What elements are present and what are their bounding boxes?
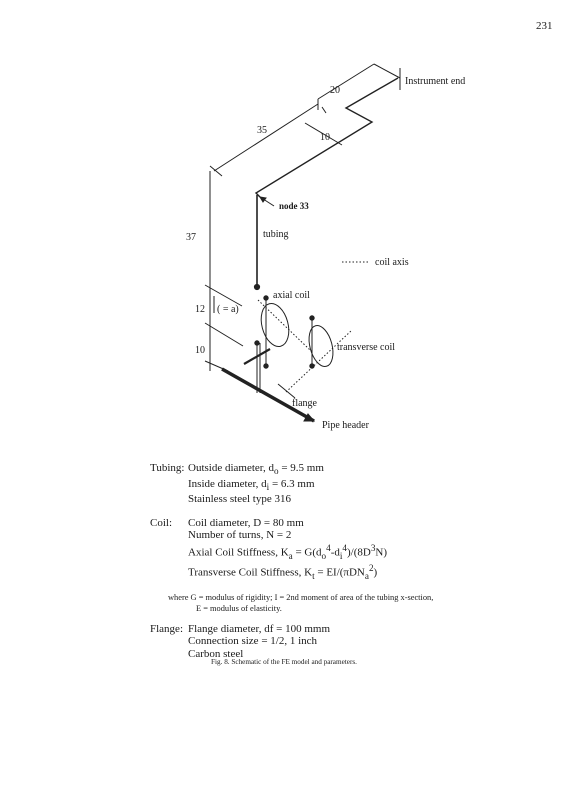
coil-turns: Number of turns, N = 2	[188, 529, 292, 542]
where-note: where G = modulus of rigidity; I = 2nd m…	[168, 592, 433, 615]
axial-coil-node-top	[263, 295, 269, 301]
flange-pointer	[277, 383, 296, 399]
coil-block: Coil: Coil diameter, D = 80 mm Number of…	[150, 517, 433, 583]
flange-block: Flange: Flange diameter, df = 100 mmm Co…	[150, 623, 433, 661]
flange-node	[254, 340, 260, 346]
flange-connection: Connection size = 1/2, 1 inch	[188, 635, 318, 648]
label-node: node 33	[279, 201, 309, 211]
flange-label: Flange:	[150, 622, 183, 635]
label-dim-12: 12	[195, 304, 205, 315]
coil-axis-line-1	[257, 299, 311, 351]
dim-line-20	[317, 63, 401, 100]
axial-stiffness-formula: Axial Coil Stiffness, Ka = G(do4-di4)/(8…	[188, 542, 387, 561]
fe-model-schematic: Instrument end 20 35 10 node 33 37 tubin…	[186, 63, 465, 431]
transverse-coil	[308, 325, 334, 367]
transverse-stiffness-formula: Transverse Coil Stiffness, Kt = EI/(πDNa…	[188, 563, 378, 582]
flange-material: Carbon steel	[188, 647, 244, 660]
axial-coil-node-bottom	[263, 363, 269, 369]
label-instrument-end: Instrument end	[405, 76, 465, 87]
flange-plate	[243, 348, 271, 365]
dim-line-35	[209, 99, 319, 177]
label-dim-37: 37	[186, 232, 196, 243]
coil-axis-line-2	[285, 329, 353, 393]
label-transverse-coil: transverse coil	[337, 342, 395, 353]
label-dim-10-top: 10	[320, 132, 330, 143]
flange-diameter: Flange diameter, df = 100 mmm	[188, 622, 331, 635]
tubing-upper-run	[254, 77, 399, 198]
parameters-list: Tubing: Outside diameter, do = 9.5 mm In…	[150, 462, 433, 660]
tubing-outside-diameter: Outside diameter, do = 9.5 mm	[188, 462, 324, 477]
label-coil-axis: coil axis	[375, 257, 409, 268]
node-pointer-arrow	[259, 196, 267, 203]
tubing-label: Tubing:	[150, 462, 185, 474]
label-axial-coil: axial coil	[273, 290, 310, 301]
transverse-coil-node-top	[309, 315, 315, 321]
label-flange: flange	[292, 398, 318, 409]
dim-ticks	[204, 284, 244, 372]
dim-line-10-top	[304, 106, 343, 146]
label-tubing: tubing	[263, 229, 289, 240]
flange-stems	[256, 343, 261, 393]
figure-caption: Fig. 8. Schematic of the FE model and pa…	[211, 658, 357, 666]
coil-label: Coil:	[150, 516, 173, 529]
axial-coil	[260, 302, 290, 348]
where-line-2: E = modulus of elasticity.	[196, 604, 282, 614]
tubing-material: Stainless steel type 316	[188, 493, 291, 506]
tubing-block: Tubing: Outside diameter, do = 9.5 mm In…	[150, 462, 433, 506]
tubing-inside-diameter: Inside diameter, di = 6.3 mm	[188, 477, 315, 492]
label-pipe-header: Pipe header	[322, 420, 370, 431]
where-line-1: where G = modulus of rigidity; I = 2nd m…	[168, 592, 434, 602]
label-dim-10-bottom: 10	[195, 345, 205, 356]
pipe-header-arrow	[303, 413, 316, 422]
label-dim-20: 20	[330, 85, 340, 96]
pipe-header	[221, 367, 315, 423]
coil-diameter: Coil diameter, D = 80 mm	[188, 516, 304, 529]
label-eq-a: ( = a)	[217, 304, 239, 315]
label-dim-35: 35	[257, 125, 267, 136]
tubing-bottom-node	[253, 283, 261, 291]
page-number: 231	[536, 20, 553, 32]
